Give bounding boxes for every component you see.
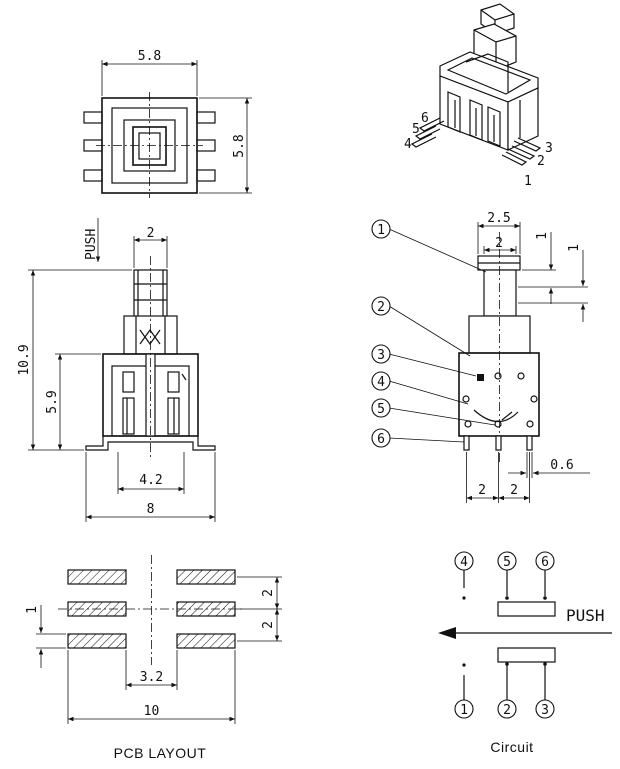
pcb-pads	[67, 569, 236, 649]
svg-text:1: 1	[377, 223, 385, 238]
front-overall-width-dim: 8	[147, 502, 155, 517]
isometric-view: 6 5 4 3 2 1	[404, 3, 553, 189]
side-view: 2.5 2 1 1 2 2 0.6 1	[371, 211, 590, 503]
top-width-dim: 5.8	[138, 49, 161, 64]
top-height-dim: 5.8	[232, 134, 247, 157]
svg-text:2: 2	[503, 703, 511, 718]
side-top-outer-dim: 2.5	[487, 211, 510, 226]
svg-text:4: 4	[377, 375, 385, 390]
side-pitch-left-dim: 2	[478, 483, 486, 498]
circuit-pin-3: 3	[535, 662, 555, 719]
side-top-inner-dim: 2	[495, 236, 503, 251]
callout-6: 6	[371, 428, 465, 448]
side-pin-width-dim: 0.6	[550, 458, 573, 473]
iso-pin-5: 5	[412, 122, 420, 137]
svg-text:5: 5	[377, 402, 385, 417]
svg-text:4: 4	[460, 555, 468, 570]
circuit-push-arrow-icon	[438, 627, 456, 639]
front-actuator-dim: 2	[147, 226, 155, 241]
svg-text:3: 3	[541, 703, 549, 718]
pcb-layout-caption: PCB LAYOUT	[114, 745, 207, 761]
callout-3: 3	[371, 344, 477, 377]
front-push-label: PUSH	[84, 229, 99, 260]
circuit-pin-2: 2	[497, 662, 517, 719]
circuit-pin-1: 1	[454, 663, 474, 719]
circuit-pin-5: 5	[497, 551, 517, 600]
circuit-pin-6: 6	[535, 551, 555, 600]
circuit-pin-4: 4	[454, 551, 474, 600]
circuit-bottom-contact	[497, 647, 556, 663]
front-view: PUSH 2 10.9	[17, 218, 216, 522]
side-pitch-right-dim: 2	[510, 483, 518, 498]
circuit-diagram: 4 5 6 PUSH 1	[438, 551, 612, 755]
svg-text:3: 3	[377, 348, 385, 363]
side-part-3-marker	[477, 374, 484, 381]
svg-text:1: 1	[460, 703, 468, 718]
iso-pin-4: 4	[404, 137, 412, 152]
svg-text:6: 6	[377, 432, 385, 447]
pcb-overall-dim: 10	[144, 704, 160, 719]
front-pin-span-dim: 4.2	[139, 473, 162, 488]
circuit-caption: Circuit	[490, 739, 533, 755]
circuit-top-contact	[497, 601, 556, 617]
iso-pin-2: 2	[537, 154, 545, 169]
svg-text:5: 5	[503, 555, 511, 570]
iso-pin-3: 3	[545, 141, 553, 156]
callout-1: 1	[371, 219, 487, 273]
front-body-height-dim: 5.9	[45, 390, 60, 413]
callout-4: 4	[371, 371, 469, 405]
top-view: 5.8 5.8	[83, 49, 252, 198]
svg-text:2: 2	[377, 300, 385, 315]
pcb-pitch-top-dim: 2	[261, 589, 276, 597]
iso-pin-6: 6	[421, 111, 429, 126]
callout-2: 2	[371, 296, 471, 357]
front-total-height-dim: 10.9	[17, 344, 32, 375]
pcb-pitch-bottom-dim: 2	[261, 621, 276, 629]
svg-text:6: 6	[541, 555, 549, 570]
pcb-row-offset-dim: 1	[25, 606, 40, 614]
pcb-layout: 1 2 2 3.2 10 PCB LAYOUT	[25, 555, 282, 761]
callout-5: 5	[371, 398, 496, 426]
pcb-inner-gap-dim: 3.2	[140, 670, 163, 685]
side-right-dim-1b: 1	[567, 244, 582, 252]
circuit-push-label: PUSH	[566, 606, 605, 625]
side-right-dim-1a: 1	[535, 232, 550, 240]
iso-pin-1: 1	[524, 174, 532, 189]
